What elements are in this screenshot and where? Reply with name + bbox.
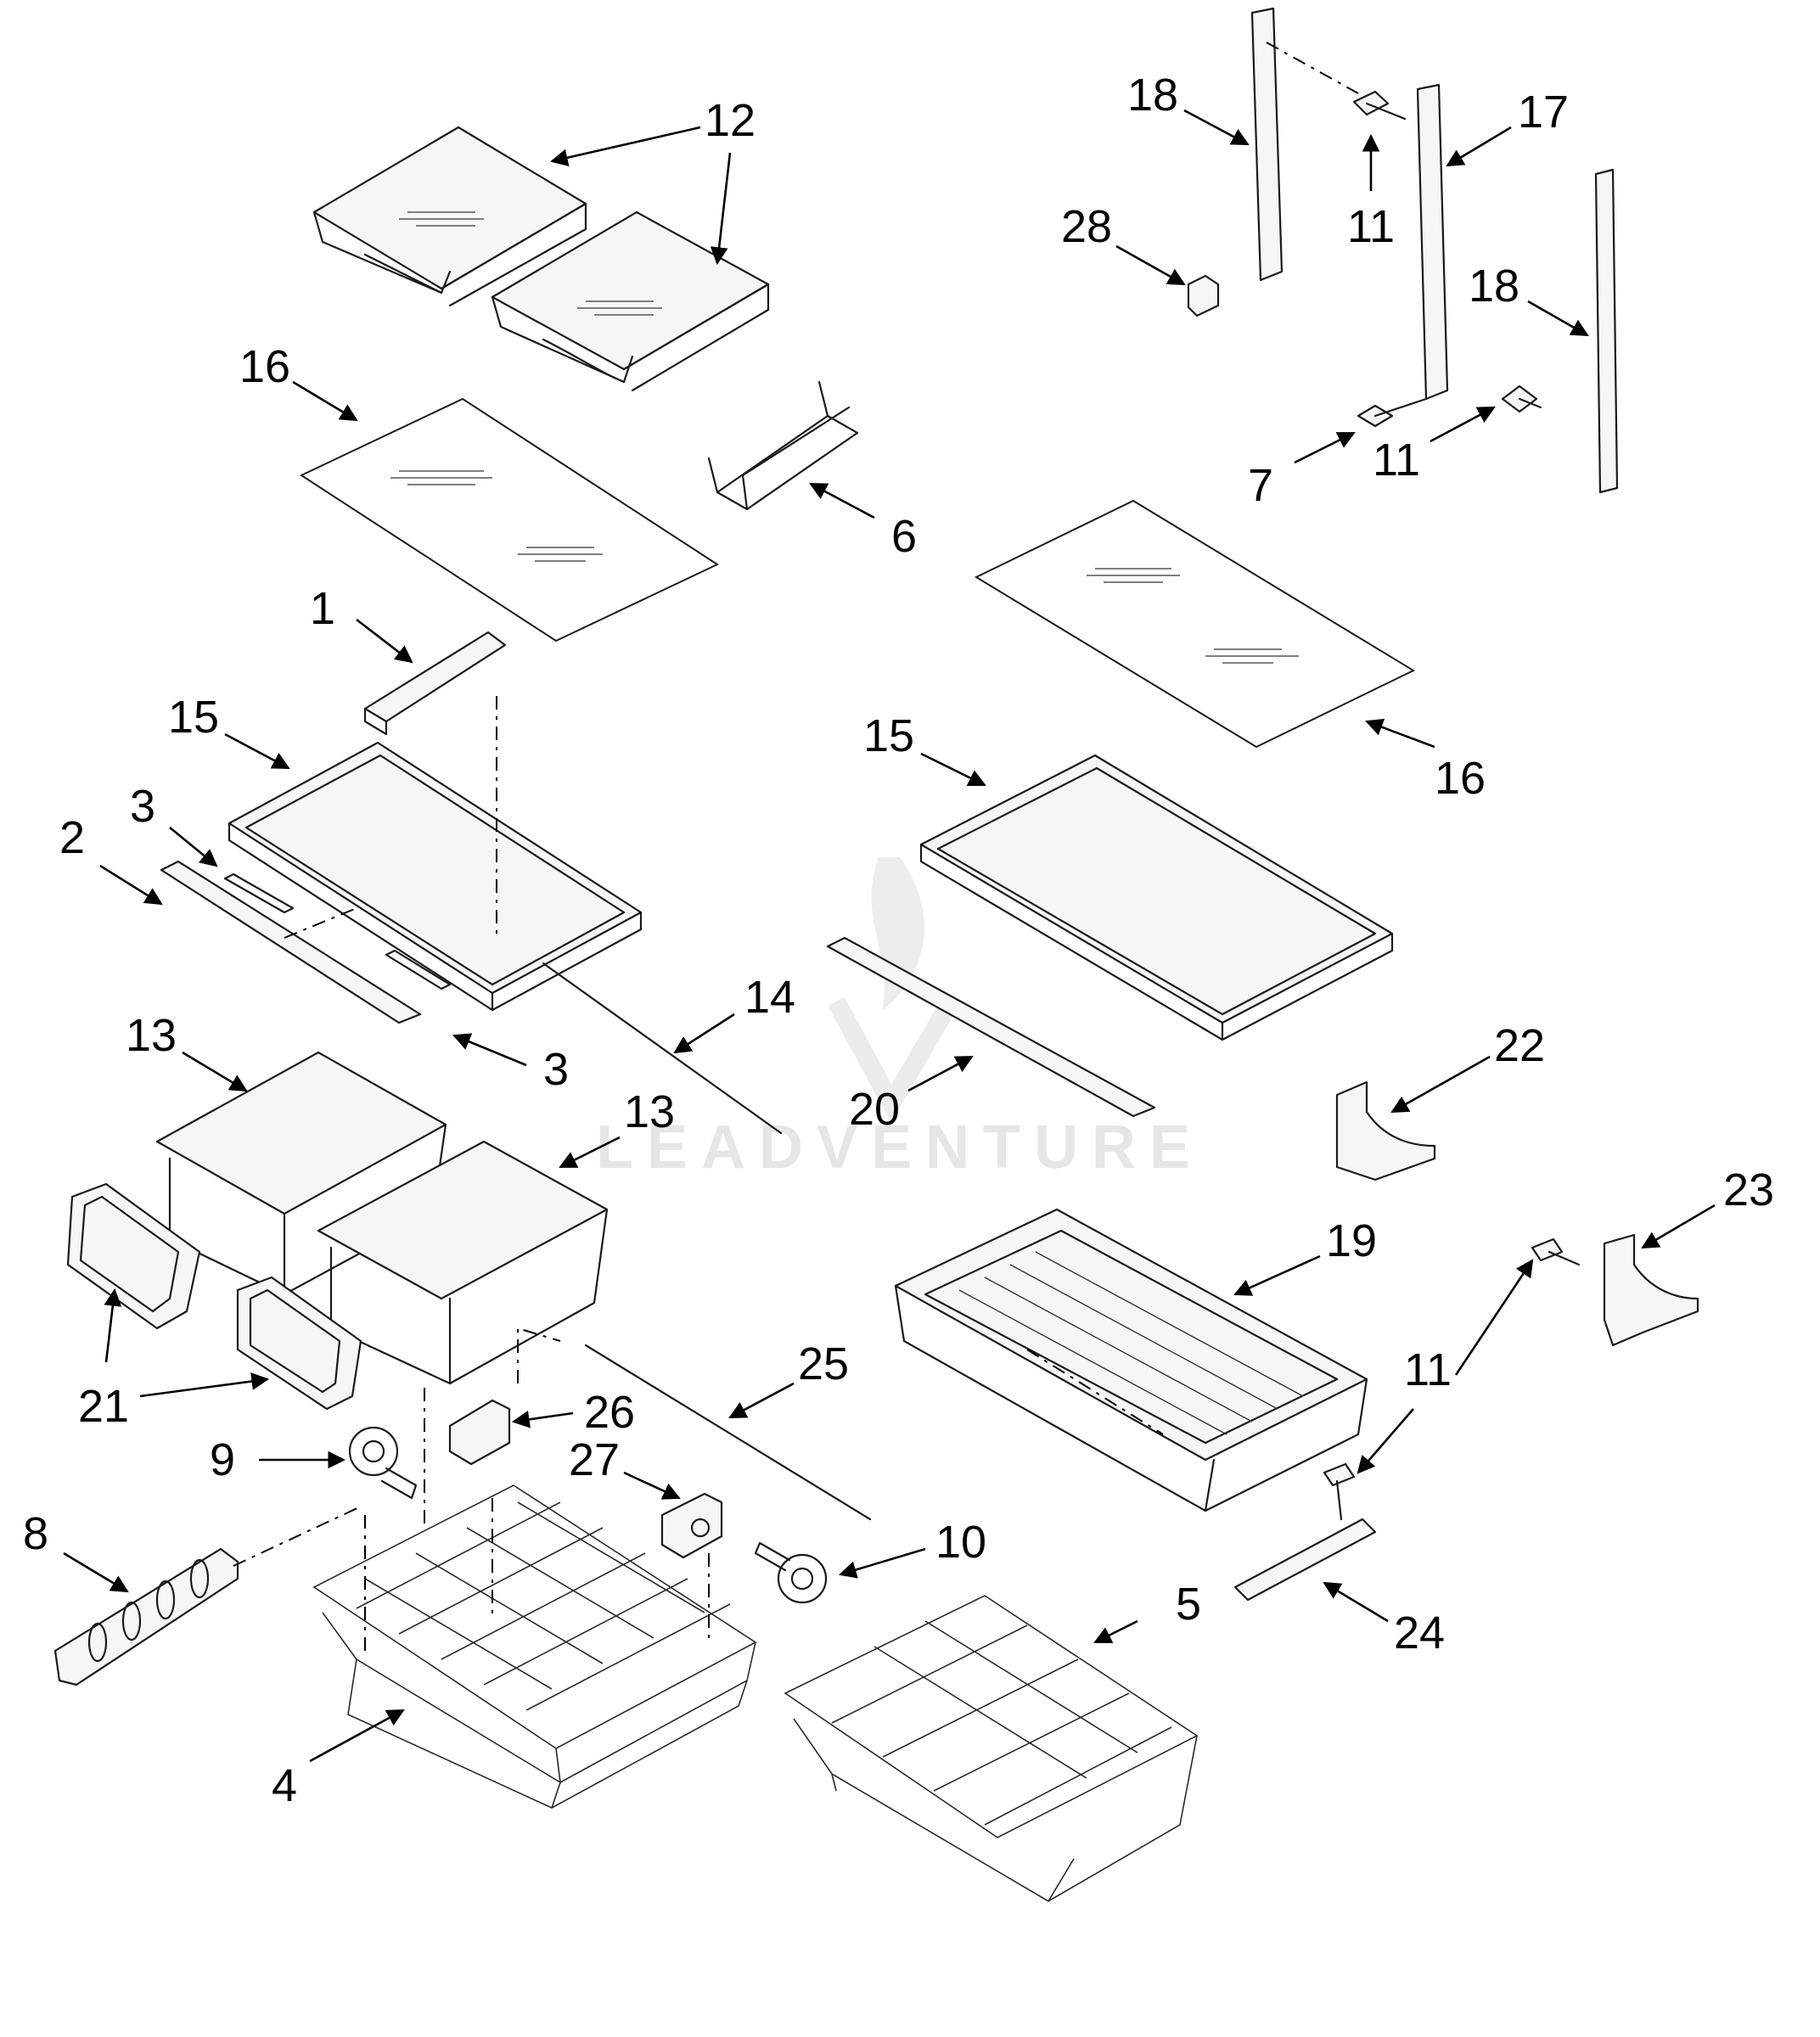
- callout-14: 14: [744, 972, 795, 1023]
- callout-13-right: 13: [624, 1086, 675, 1137]
- part-25-rod: [584, 1344, 872, 1521]
- callout-10: 10: [935, 1517, 986, 1568]
- callout-12-left: 12: [705, 95, 756, 146]
- callout-13-left: 13: [126, 1010, 177, 1061]
- callout-11-lower: 11: [1404, 1344, 1452, 1395]
- callout-16-left: 16: [239, 341, 290, 392]
- part-8-divider: [53, 1547, 239, 1686]
- part-12-shelf-left: [312, 126, 587, 307]
- part-11-screw-bottom: [1323, 1462, 1356, 1521]
- callout-15-left: 15: [168, 692, 219, 743]
- part-18-rail-right: [1594, 168, 1619, 494]
- part-10-gear: [754, 1541, 828, 1604]
- part-5-basket: [784, 1595, 1199, 1903]
- assembly-lines: [233, 42, 1359, 1651]
- callout-18-right: 18: [1469, 261, 1519, 311]
- part-24-bracket: [1233, 1518, 1377, 1602]
- part-28-clip: [1187, 274, 1220, 317]
- part-11-screw-right: [1501, 384, 1542, 413]
- callout-26: 26: [584, 1387, 635, 1438]
- callout-23: 23: [1723, 1164, 1774, 1215]
- part-6-bracket: [707, 380, 859, 511]
- part-14-rod: [542, 962, 783, 1135]
- callout-15-right: 15: [863, 710, 914, 761]
- part-4-basket: [312, 1484, 757, 1810]
- callout-20: 20: [849, 1084, 900, 1135]
- part-3-clip-lower: [385, 949, 452, 990]
- callout-11-top: 11: [1347, 201, 1395, 252]
- callout-1: 1: [310, 583, 335, 634]
- part-27-bracket: [660, 1492, 723, 1559]
- watermark-text: LEADVENTURE: [596, 1114, 1204, 1181]
- callout-8: 8: [23, 1508, 48, 1559]
- callout-18-left: 18: [1127, 70, 1178, 121]
- callout-17: 17: [1518, 87, 1569, 137]
- part-1-rail: [363, 631, 507, 736]
- part-13-crisper-right: [317, 1140, 609, 1385]
- part-17-rail: [1416, 83, 1449, 401]
- callout-27: 27: [569, 1434, 620, 1485]
- callout-5: 5: [1176, 1579, 1201, 1630]
- callout-9: 9: [210, 1434, 235, 1485]
- callout-19: 19: [1326, 1215, 1377, 1266]
- part-16-glass-left: [299, 397, 720, 643]
- callout-24: 24: [1394, 1608, 1445, 1658]
- callout-22: 22: [1494, 1020, 1545, 1071]
- part-11-screw-top: [1352, 90, 1407, 121]
- callout-7: 7: [1248, 460, 1273, 511]
- part-15-frame-left: [228, 741, 643, 1012]
- part-26-bracket: [448, 1399, 511, 1466]
- callout-3-upper: 3: [130, 781, 155, 832]
- part-21-cover-left: [66, 1182, 201, 1330]
- callouts: 1 2 3 3 4 5 6 7 8 9 10 11 11 11 11 12 12: [23, 70, 1774, 1811]
- callout-2: 2: [59, 812, 85, 863]
- part-20-trim: [826, 936, 1156, 1118]
- callout-11-right: 11: [1373, 435, 1420, 485]
- part-12-shelf-right: [491, 210, 770, 392]
- part-3-clip-upper: [223, 873, 295, 914]
- callout-28: 28: [1061, 201, 1112, 252]
- part-9-gear: [348, 1426, 418, 1500]
- part-22-bracket: [1335, 1080, 1436, 1181]
- part-21-cover-right: [236, 1276, 362, 1411]
- callout-3-lower: 3: [543, 1044, 569, 1095]
- part-18-rail-left: [1250, 7, 1284, 282]
- part-2-trim: [160, 860, 422, 1024]
- callout-21-left: 21: [78, 1381, 129, 1432]
- part-11-screw-lower: [1531, 1237, 1581, 1266]
- callout-16-right: 16: [1435, 753, 1486, 804]
- part-23-bracket: [1603, 1233, 1699, 1347]
- part-16-glass-right: [974, 499, 1416, 749]
- part-19-bin: [894, 1208, 1368, 1512]
- callout-4: 4: [272, 1760, 297, 1811]
- callout-25: 25: [798, 1338, 849, 1389]
- part-7-screw: [1357, 397, 1428, 428]
- callout-6: 6: [891, 511, 917, 562]
- part-15-frame-right: [919, 754, 1394, 1041]
